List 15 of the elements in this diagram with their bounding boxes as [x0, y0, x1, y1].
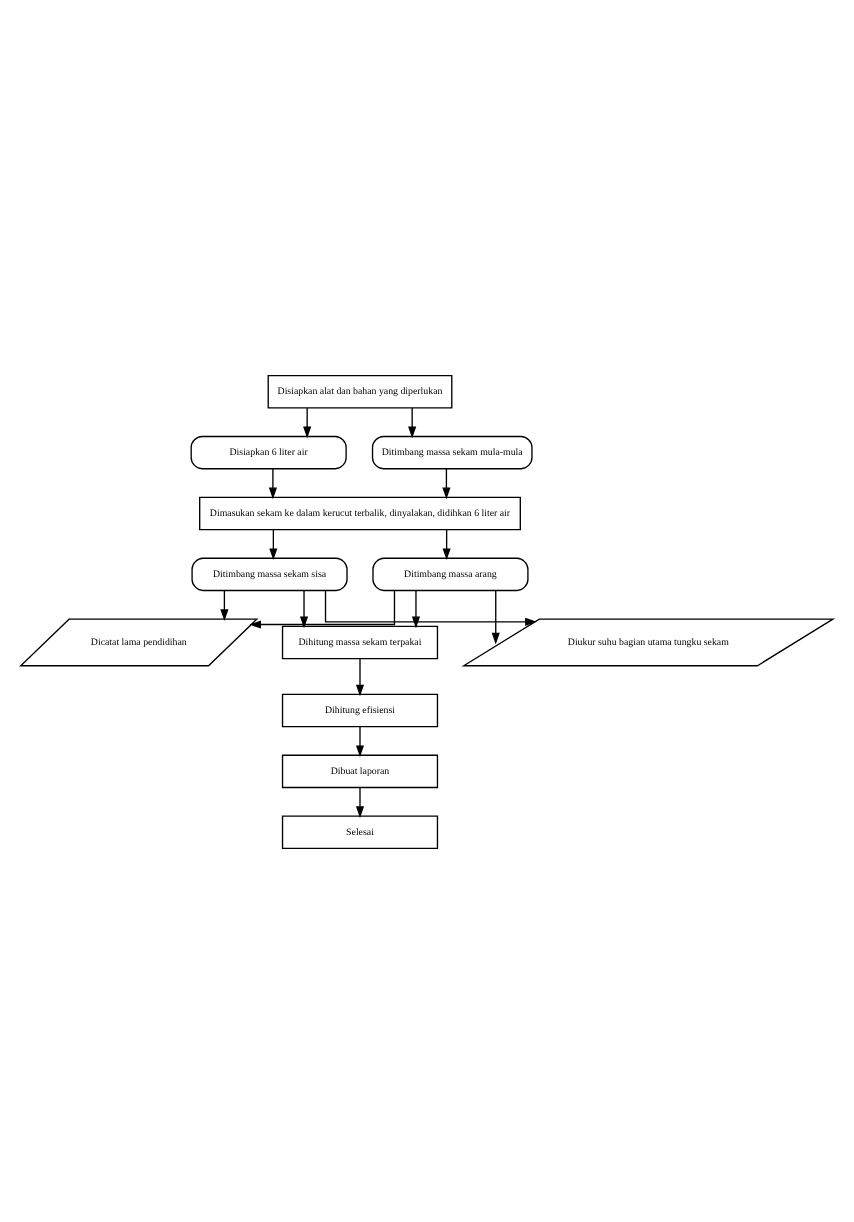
arrow	[408, 406, 417, 438]
arrow	[303, 406, 312, 438]
arrow	[355, 786, 365, 817]
arrow	[299, 588, 309, 628]
arrow	[491, 588, 500, 644]
arrow	[220, 588, 229, 620]
arrow	[442, 528, 451, 560]
arrow	[269, 528, 278, 560]
arrow	[442, 467, 451, 499]
arrow	[411, 588, 421, 628]
arrow	[249, 588, 396, 628]
arrow	[268, 467, 277, 499]
arrow	[355, 656, 365, 696]
arrow	[324, 589, 537, 625]
arrow	[355, 725, 365, 757]
